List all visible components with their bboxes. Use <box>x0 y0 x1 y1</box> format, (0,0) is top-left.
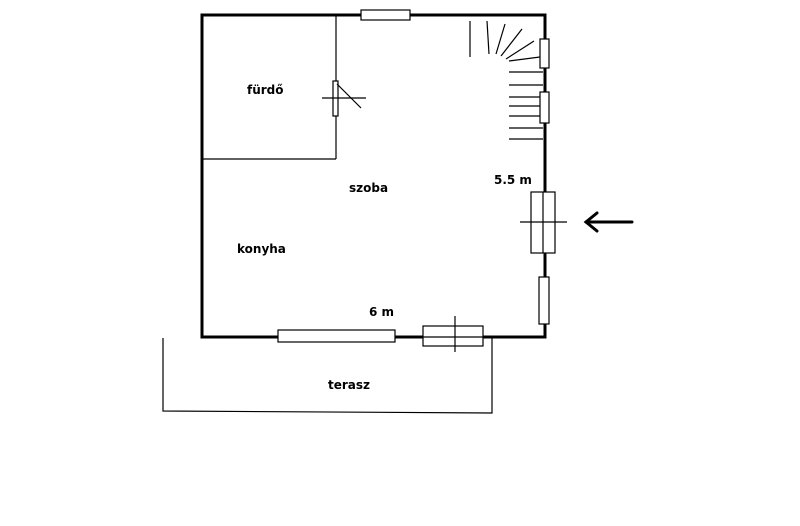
window-right-lower <box>538 276 550 325</box>
label-width-dimension: 6 m <box>369 305 394 319</box>
label-depth-dimension: 5.5 m <box>494 173 532 187</box>
terrace-door <box>422 325 484 347</box>
window-right-upper <box>539 38 550 69</box>
window-right-middle <box>539 91 550 124</box>
label-terrace: terasz <box>328 378 370 392</box>
staircase <box>469 20 543 140</box>
bathroom-door-swing <box>336 83 362 109</box>
window-top <box>360 9 411 21</box>
label-room: szoba <box>349 181 388 195</box>
window-bottom <box>277 329 396 343</box>
label-bathroom: fürdő <box>247 83 284 97</box>
arrow-left-icon <box>583 211 634 233</box>
label-kitchen: konyha <box>237 242 286 256</box>
terrace-outline <box>162 338 493 414</box>
